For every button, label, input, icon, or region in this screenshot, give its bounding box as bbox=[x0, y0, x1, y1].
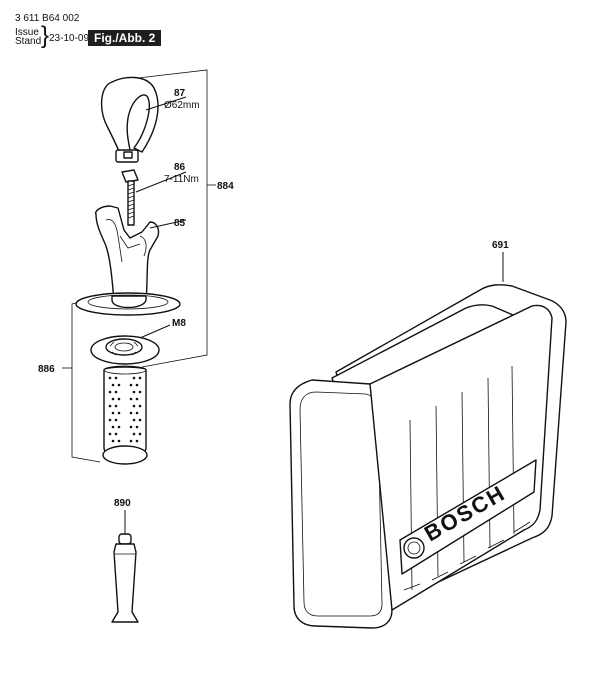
part-m8-nut bbox=[90, 324, 171, 365]
label-886: 886 bbox=[38, 364, 55, 375]
assembly-bracket-884 bbox=[137, 69, 216, 368]
part-691-case: BOSCH bbox=[289, 252, 567, 629]
label-m8: M8 bbox=[172, 318, 186, 329]
label-884: 884 bbox=[217, 181, 234, 192]
part-86-screw bbox=[121, 169, 187, 226]
part-grip bbox=[102, 365, 148, 465]
label-87: 87 bbox=[174, 88, 186, 99]
label-86-spec: 7-11Nm bbox=[164, 174, 199, 185]
issue-date: 23-10-09 bbox=[49, 33, 90, 44]
part-number: 3 611 B64 002 bbox=[15, 13, 80, 24]
label-86: 86 bbox=[174, 162, 186, 173]
stand-label: Stand bbox=[15, 36, 42, 47]
issue-label: Issue bbox=[15, 27, 39, 38]
part-85-clamp bbox=[75, 205, 187, 316]
header-brace: } bbox=[41, 22, 50, 49]
label-890: 890 bbox=[114, 498, 131, 509]
label-691: 691 bbox=[492, 240, 509, 251]
figure-label: Fig./Abb. 2 bbox=[88, 30, 162, 46]
part-890-tube bbox=[111, 510, 139, 623]
label-87-spec: Ø62mm bbox=[164, 100, 200, 111]
assembly-bracket-886 bbox=[62, 299, 101, 463]
part-87-strap bbox=[101, 76, 187, 163]
label-85: 85 bbox=[174, 218, 186, 229]
